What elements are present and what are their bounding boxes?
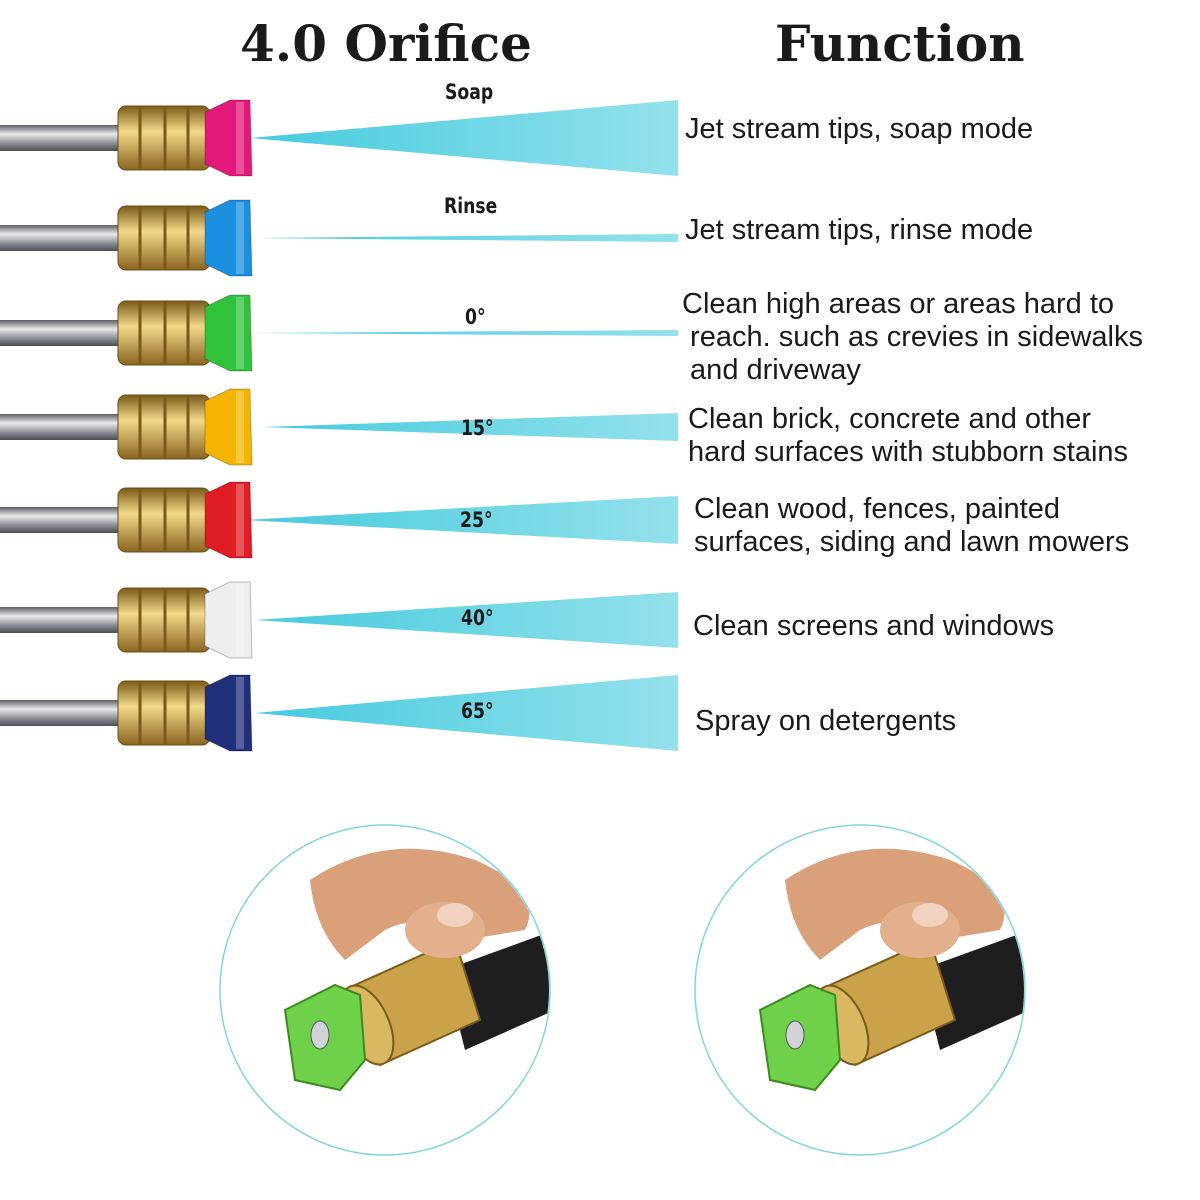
soap-nozzle-spray-icon xyxy=(0,99,678,177)
rinse-nozzle-spray-icon xyxy=(0,199,678,277)
tip-label-40-degree: 40° xyxy=(461,606,494,630)
tip-row-rinse: Rinse Jet stream tips, rinse mode xyxy=(0,190,1200,280)
zero-degree-nozzle-spray-icon xyxy=(0,294,678,372)
tip-description-15-degree: Clean brick, concrete and other hard sur… xyxy=(688,403,1129,468)
tip-label-soap: Soap xyxy=(445,80,494,104)
tip-label-rinse: Rinse xyxy=(444,194,498,218)
tip-label-65-degree: 65° xyxy=(461,699,494,723)
tip-row-soap: Soap Jet stream tips, soap mode xyxy=(0,80,1200,190)
hand-attaching-green-tip-closeup-image xyxy=(694,824,1026,1156)
tip-description-25-degree: Clean wood, fences, painted surfaces, si… xyxy=(694,493,1130,558)
tip-description-0-degree: Clean high areas or areas hard to reach.… xyxy=(682,288,1143,386)
tip-row-0-degree: 0° Clean high areas or areas hard to rea… xyxy=(0,285,1200,386)
tip-row-15-degree: 15° Clean brick, concrete and other hard… xyxy=(0,382,1200,477)
function-header: Function xyxy=(775,14,1025,73)
sixtyfive-degree-nozzle-spray-icon xyxy=(0,674,678,752)
tip-description-65-degree: Spray on detergents xyxy=(695,705,957,737)
tip-row-25-degree: 25° Clean wood, fences, painted surfaces… xyxy=(0,478,1200,573)
tip-label-0-degree: 0° xyxy=(465,305,486,329)
tip-description-rinse: Jet stream tips, rinse mode xyxy=(685,214,1034,246)
tip-label-15-degree: 15° xyxy=(461,416,494,440)
hand-attaching-green-tip-image xyxy=(219,824,551,1156)
tip-row-65-degree: 65° Spray on detergents xyxy=(0,665,1200,760)
twentyfive-degree-nozzle-spray-icon xyxy=(0,481,678,559)
orifice-header: 4.0 Orifice xyxy=(240,14,532,73)
fifteen-degree-nozzle-spray-icon xyxy=(0,388,678,466)
tip-row-40-degree: 40° Clean screens and windows xyxy=(0,570,1200,665)
forty-degree-nozzle-spray-icon xyxy=(0,581,678,659)
tip-label-25-degree: 25° xyxy=(460,508,493,532)
tip-description-soap: Jet stream tips, soap mode xyxy=(685,113,1034,145)
tip-description-40-degree: Clean screens and windows xyxy=(693,610,1055,642)
